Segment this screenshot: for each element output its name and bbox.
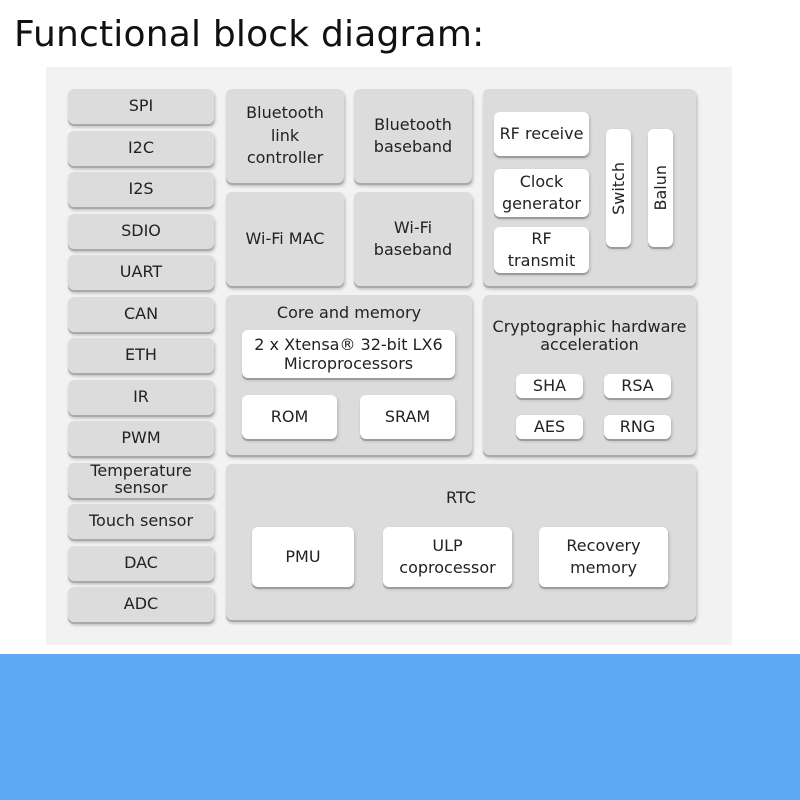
bluetooth-link-controller-block: Bluetooth link controller: [226, 89, 344, 183]
recovery-memory-box: Recovery memory: [539, 527, 668, 587]
interface-block: PWM: [68, 421, 214, 456]
rf-receive-box: RF receive: [494, 112, 589, 156]
balun-box: Balun: [648, 129, 673, 247]
interface-block: CAN: [68, 296, 214, 332]
rtc-block: RTC PMU ULP coprocessor Recovery memory: [226, 464, 696, 620]
pmu-box: PMU: [252, 527, 354, 587]
processor-box: 2 x Xtensa® 32-bit LX6 Microprocessors: [242, 330, 455, 378]
rsa-box: RSA: [604, 374, 671, 398]
rtc-title: RTC: [446, 488, 476, 507]
core-memory-block: Core and memory 2 x Xtensa® 32-bit LX6 M…: [226, 295, 472, 455]
bluetooth-baseband-block: Bluetooth baseband: [354, 89, 472, 183]
interface-block: I2C: [68, 130, 214, 166]
aes-box: AES: [516, 415, 583, 439]
interface-block: DAC: [68, 545, 214, 581]
ulp-coprocessor-box: ULP coprocessor: [383, 527, 512, 587]
sha-box: SHA: [516, 374, 583, 398]
crypto-title: Cryptographic hardware acceleration: [492, 317, 687, 355]
interface-block: SDIO: [68, 213, 214, 249]
interface-block: ETH: [68, 338, 214, 373]
wifi-mac-block: Wi-Fi MAC: [226, 192, 344, 286]
interface-block: SPI: [68, 89, 214, 124]
interface-block: Temperature sensor: [68, 462, 214, 498]
switch-label: Switch: [608, 161, 628, 215]
rom-box: ROM: [242, 395, 337, 439]
interface-block: Touch sensor: [68, 504, 214, 539]
sram-box: SRAM: [360, 395, 455, 439]
page-title: Functional block diagram:: [14, 14, 485, 55]
core-memory-title: Core and memory: [276, 303, 422, 322]
rf-transmit-box: RF transmit: [494, 227, 589, 273]
balun-label: Balun: [650, 165, 670, 211]
rf-block: RF receive Clock generator RF transmit S…: [483, 89, 696, 286]
interface-block: UART: [68, 255, 214, 290]
rng-box: RNG: [604, 415, 671, 439]
footer-band: [0, 654, 800, 800]
crypto-block: Cryptographic hardware acceleration SHA …: [483, 295, 696, 455]
interface-block: ADC: [68, 587, 214, 622]
interface-block: IR: [68, 379, 214, 415]
switch-box: Switch: [606, 129, 631, 247]
clock-generator-box: Clock generator: [494, 169, 589, 217]
interface-block: I2S: [68, 172, 214, 207]
wifi-baseband-block: Wi-Fi baseband: [354, 192, 472, 286]
